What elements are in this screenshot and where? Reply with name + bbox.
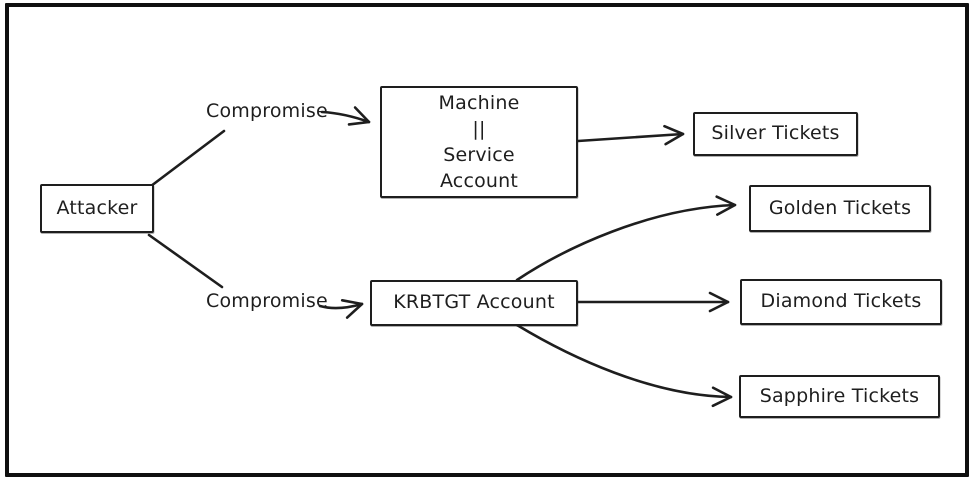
node-diamond-tickets: Diamond Tickets [740, 279, 942, 325]
node-golden-tickets-label: Golden Tickets [768, 196, 912, 219]
machine-line: Machine [438, 92, 520, 114]
node-silver-tickets: Silver Tickets [693, 112, 858, 156]
edge-attacker-to-compromise-bottom [147, 233, 224, 289]
account-line: Account [439, 170, 519, 192]
service-line: Service [443, 144, 515, 166]
node-golden-tickets: Golden Tickets [749, 185, 931, 232]
outer-frame [5, 3, 969, 477]
node-diamond-tickets-label: Diamond Tickets [760, 290, 922, 313]
node-sapphire-tickets-label: Sapphire Tickets [759, 384, 920, 407]
node-sapphire-tickets: Sapphire Tickets [739, 375, 940, 418]
edge-compromise-bottom-to-krbtgt-arrow [318, 298, 364, 319]
edge-krbtgt-to-golden-arrow [515, 195, 737, 282]
edge-label-compromise-top: Compromise [206, 100, 328, 122]
node-machine-or-service-account: Machine || Service Account [380, 86, 578, 198]
edge-compromise-top-to-machine-arrow [320, 106, 371, 126]
node-krbtgt-account-label: KRBTGT Account [393, 291, 555, 314]
node-attacker-label: Attacker [56, 196, 138, 219]
edge-machine-to-silver-arrow [576, 124, 685, 146]
or-symbol: || [472, 118, 486, 140]
node-silver-tickets-label: Silver Tickets [711, 122, 840, 145]
edge-krbtgt-to-sapphire-arrow [515, 323, 733, 408]
edge-label-compromise-bottom: Compromise [206, 290, 328, 312]
node-attacker: Attacker [40, 184, 154, 233]
node-krbtgt-account: KRBTGT Account [370, 280, 578, 326]
edge-attacker-to-compromise-top [149, 129, 226, 188]
node-machine-or-service-account-label: Machine || Service Account [439, 90, 520, 194]
